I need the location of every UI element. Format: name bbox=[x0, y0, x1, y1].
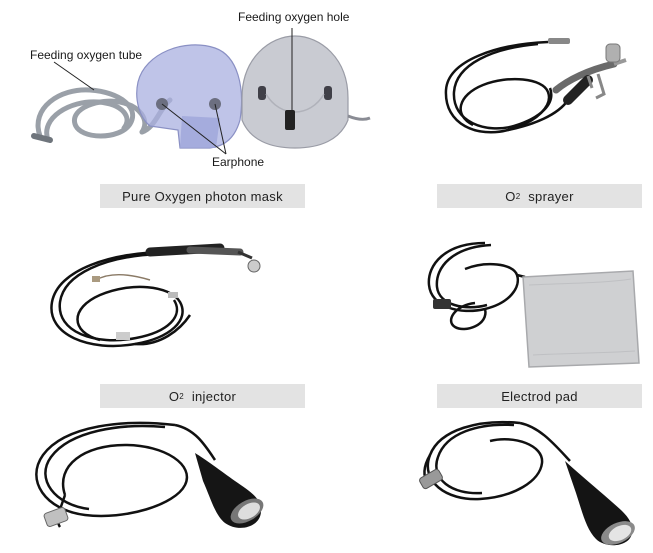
callout-feeding-oxygen-tube: Feeding oxygen tube bbox=[30, 48, 143, 62]
probe-image-left bbox=[35, 421, 264, 528]
label-text: O bbox=[505, 188, 516, 204]
o2-sprayer-image bbox=[444, 38, 627, 134]
label-text-suffix: injector bbox=[184, 388, 237, 404]
callout-earphone: Earphone bbox=[212, 155, 265, 169]
oxygen-photon-mask-image bbox=[31, 28, 371, 155]
label-subscript: 2 bbox=[179, 391, 185, 401]
label-text: O bbox=[168, 388, 180, 404]
electrod-pad-image bbox=[427, 241, 640, 368]
label-text-suffix: sprayer bbox=[520, 188, 574, 204]
label-pure-oxygen-photon-mask: Pure Oxygen photon mask bbox=[100, 184, 305, 208]
label-text: Pure Oxygen photon mask bbox=[122, 188, 283, 204]
callout-feeding-oxygen-hole: Feeding oxygen hole bbox=[238, 10, 350, 24]
label-text: Electrod pad bbox=[501, 388, 578, 404]
label-electrod-pad: Electrod pad bbox=[437, 384, 642, 408]
o2-injector-image bbox=[50, 243, 261, 348]
probe-image-right bbox=[419, 420, 635, 546]
label-subscript: 2 bbox=[515, 191, 521, 201]
